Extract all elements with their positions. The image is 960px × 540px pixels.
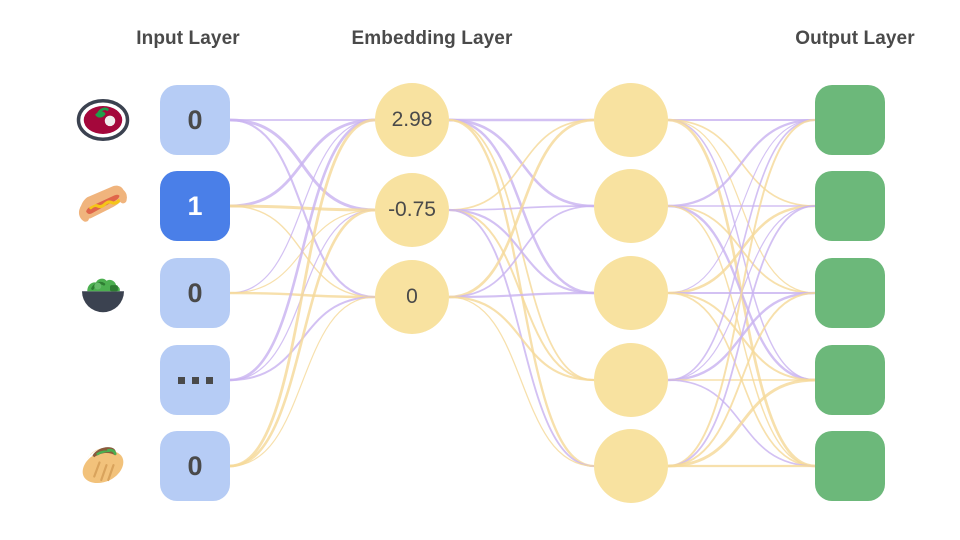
hidden-node-0[interactable] <box>594 83 668 157</box>
edge <box>229 296 376 467</box>
edge <box>448 295 595 382</box>
edge <box>667 119 816 294</box>
input-node-value: 1 <box>187 190 203 221</box>
layer-title-input: Input Layer <box>136 28 240 49</box>
beet-soup-bowl-icon <box>75 92 131 148</box>
edge <box>667 118 816 208</box>
embedding-node-1[interactable]: -0.75 <box>375 173 449 247</box>
input-node-value: 0 <box>187 104 203 135</box>
edge <box>667 378 816 468</box>
ellipsis-icon <box>177 376 213 384</box>
embedding-node-0[interactable]: 2.98 <box>375 83 449 157</box>
embedding-node-value: -0.75 <box>388 198 436 221</box>
output-node-3[interactable] <box>815 345 885 415</box>
edge <box>667 119 816 381</box>
embedding-node-value: 0 <box>406 285 418 308</box>
edge <box>667 205 816 467</box>
input-node-4[interactable]: 0 <box>160 431 230 501</box>
hidden-node-1[interactable] <box>594 169 668 243</box>
edge <box>448 119 595 211</box>
edge <box>229 118 376 468</box>
input-node-3[interactable] <box>160 345 230 415</box>
input-node-2[interactable]: 0 <box>160 258 230 328</box>
input-node-value: 0 <box>187 277 203 308</box>
edge <box>229 119 376 294</box>
edge <box>448 118 595 299</box>
embedding-node-value: 2.98 <box>391 108 433 131</box>
edge <box>448 291 595 299</box>
output-node-1[interactable] <box>815 171 885 241</box>
layer-title-output: Output Layer <box>795 28 915 49</box>
hidden-node-4[interactable] <box>594 429 668 503</box>
edge <box>448 296 595 467</box>
hidden-node-3[interactable] <box>594 343 668 417</box>
edge <box>448 118 595 208</box>
green-salad-icon <box>75 265 131 321</box>
input-node-value: 0 <box>187 450 203 481</box>
output-node-4[interactable] <box>815 431 885 501</box>
edge <box>667 119 816 467</box>
input-node-0[interactable]: 0 <box>160 85 230 155</box>
edge <box>448 205 595 298</box>
edge <box>229 118 376 208</box>
input-node-1[interactable]: 1 <box>160 171 230 241</box>
hot-dog-icon <box>75 178 131 234</box>
burrito-icon <box>75 438 131 494</box>
layer-title-embedding: Embedding Layer <box>351 28 513 49</box>
edge <box>667 292 816 467</box>
edge <box>229 118 376 382</box>
output-node-2[interactable] <box>815 258 885 328</box>
hidden-node-2[interactable] <box>594 256 668 330</box>
edge <box>229 208 376 468</box>
embedding-node-2[interactable]: 0 <box>375 260 449 334</box>
output-node-0[interactable] <box>815 85 885 155</box>
